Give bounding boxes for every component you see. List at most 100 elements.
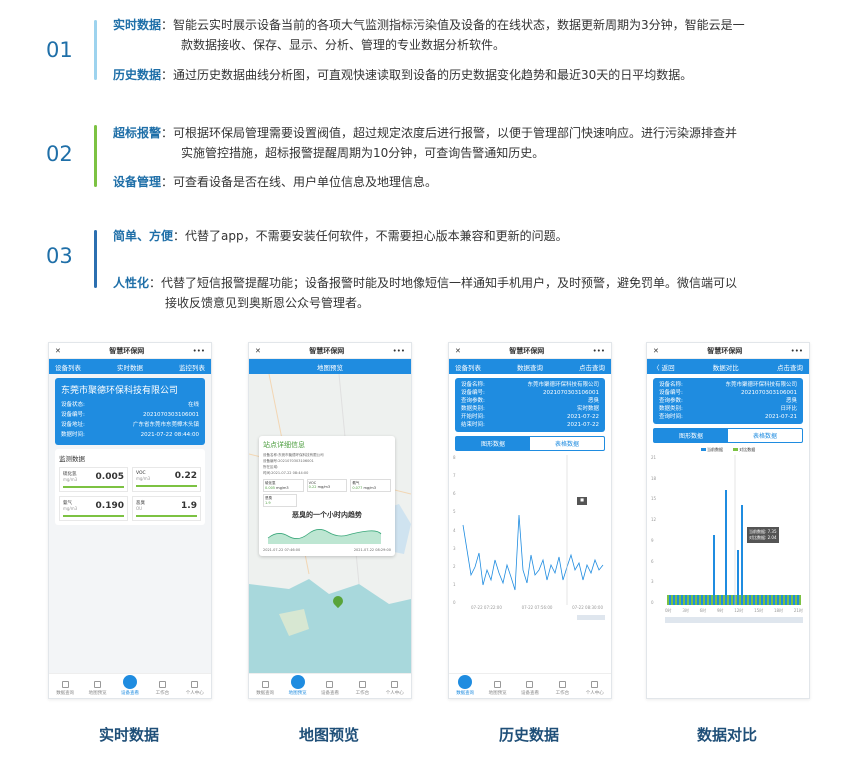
nav-map[interactable]: 地图预览 (83, 681, 113, 696)
query-card: 设备名称:东莞市聚德环保科技有限公司 设备编号:2021070303106001… (455, 378, 605, 432)
nav-profile[interactable]: 个人中心 (580, 681, 610, 696)
feature-bar (94, 230, 97, 288)
tab-map-preview[interactable]: 地图预览 (317, 363, 343, 372)
app-title: 智慧环保网 (707, 346, 743, 355)
view-toggle: 图形数据 表格数据 (455, 436, 605, 451)
bottom-nav: 数据查询 地图预览 设备查看 工作台 个人中心 (449, 673, 611, 698)
feature-bar (94, 20, 97, 80)
close-icon[interactable]: ✕ (255, 346, 261, 355)
compare-bars (667, 455, 801, 605)
nav-workbench[interactable]: 工作台 (147, 681, 177, 696)
more-icon[interactable]: ••• (790, 346, 803, 355)
trend-chart (267, 529, 382, 544)
feature-text: ：代替了app，不需要安装任何软件，不需要担心版本兼容和更新的问题。 (173, 229, 568, 243)
feature-key: 简单、方便 (113, 229, 174, 243)
trend-start: 2021-07-22 07:46:00 (263, 548, 301, 552)
app-title: 智慧环保网 (109, 346, 145, 355)
section-title: 监测数据 (59, 455, 85, 463)
feature-bar (94, 125, 97, 187)
chart-tooltip: 当前数据: 7.35 对比数据: 2.04 (747, 527, 779, 543)
nav-map[interactable]: 地图预览 (283, 675, 313, 696)
app-title: 智慧环保网 (509, 346, 545, 355)
nav-data-query[interactable]: 数据查询 (50, 681, 80, 696)
tab-monitor-list[interactable]: 监控列表 (179, 363, 205, 372)
more-icon[interactable]: ••• (192, 346, 205, 355)
device-row: 设备地址:广东省东莞市东莞樟木头镇 (61, 422, 199, 428)
nav-device[interactable]: 设备查看 (115, 675, 145, 696)
feature-number: 01 (46, 38, 73, 62)
feature-text: 款数据接收、保存、显示、分析、管理的专业数据分析软件。 (181, 38, 506, 52)
nav-data-query[interactable]: 数据查询 (450, 675, 480, 696)
trend-title: 恶臭的一个小时内趋势 (292, 511, 362, 519)
feature-text: ：可查看设备是否在线、用户单位信息及地理信息。 (161, 175, 438, 189)
phone-titlebar: ✕ 智慧环保网 ••• (49, 343, 211, 359)
feature-item: 超标报警：可根据环保局管理需要设置阀值，超过规定浓度后进行报警，以便于管理部门快… (113, 123, 823, 163)
feature-text: 接收反馈意见到奥斯恩公众号管理者。 (165, 296, 370, 310)
phone-compare: ✕ 智慧环保网 ••• 〈 返回 数据对比 点击查询 设备名称:东莞市聚德环保科… (646, 342, 810, 699)
feature-key: 实时数据 (113, 18, 162, 32)
tab-device-list[interactable]: 设备列表 (455, 363, 481, 372)
close-icon[interactable]: ✕ (653, 346, 659, 355)
nav-data-query[interactable]: 数据查询 (250, 681, 280, 696)
tab-click-query[interactable]: 点击查询 (579, 363, 605, 372)
tab-realtime[interactable]: 实时数据 (117, 363, 143, 372)
tab-device-list[interactable]: 设备列表 (55, 363, 81, 372)
more-icon[interactable]: ••• (592, 346, 605, 355)
nav-device[interactable]: 设备查看 (515, 681, 545, 696)
graph-tab[interactable]: 图形数据 (654, 429, 728, 442)
device-row: 设备状态:在线 (61, 402, 199, 408)
phone-realtime: ✕ 智慧环保网 ••• 设备列表 实时数据 监控列表 东莞市聚德环保科技有限公司… (48, 342, 212, 699)
feature-text: ：智能云实时展示设备当前的各项大气监测指标污染值及设备的在线状态，数据更新周期为… (161, 18, 745, 32)
query-card: 设备名称:东莞市聚德环保科技有限公司 设备编号:2021070303106001… (653, 378, 803, 424)
tab-data-query[interactable]: 数据查询 (517, 363, 543, 372)
phone-tabs: 地图预览 (249, 359, 411, 374)
back-button[interactable]: 〈 返回 (653, 363, 675, 372)
feature-key: 超标报警 (113, 126, 162, 140)
map-view[interactable]: 站点详细信息 设备名称:东莞市聚德环保科技有限公司 设备编号:202107030… (249, 374, 411, 678)
more-icon[interactable]: ••• (392, 346, 405, 355)
zoom-slider[interactable] (577, 615, 605, 620)
nav-profile[interactable]: 个人中心 (380, 681, 410, 696)
phone-tabs: 设备列表 实时数据 监控列表 (49, 359, 211, 374)
app-title: 智慧环保网 (309, 346, 345, 355)
caption-compare: 数据对比 (696, 726, 757, 744)
chart-tooltip: ■ (577, 497, 587, 505)
feature-key: 历史数据 (113, 68, 162, 82)
device-card[interactable]: 东莞市聚德环保科技有限公司 设备状态:在线 设备编号:2021070303106… (55, 378, 205, 445)
query-button[interactable]: 点击查询 (776, 363, 803, 372)
feature-item: 简单、方便：代替了app，不需要安装任何软件，不需要担心版本兼容和更新的问题。 (113, 226, 823, 246)
graph-tab[interactable]: 图形数据 (456, 437, 530, 450)
table-tab[interactable]: 表格数据 (554, 441, 579, 448)
feature-text: 实施管控措施，超标报警提醒周期为10分钟，可查询告警通知历史。 (181, 146, 545, 160)
caption-realtime: 实时数据 (98, 726, 159, 744)
nav-device[interactable]: 设备查看 (315, 681, 345, 696)
bottom-nav: 数据查询 地图预览 设备查看 工作台 个人中心 (249, 673, 411, 698)
nav-profile[interactable]: 个人中心 (180, 681, 210, 696)
close-icon[interactable]: ✕ (455, 346, 461, 355)
feature-key: 人性化 (113, 276, 150, 290)
feature-text: ：可根据环保局管理需要设置阀值，超过规定浓度后进行报警，以便于管理部门快速响应。… (161, 126, 738, 140)
feature-item: 人性化：代替了短信报警提醒功能；设备报警时能及时地像短信一样通知手机用户，及时预… (113, 273, 823, 313)
caption-map: 地图预览 (298, 726, 359, 744)
nav-workbench[interactable]: 工作台 (547, 681, 577, 696)
trend-end: 2021-07-22 08:29:00 (353, 548, 391, 552)
view-toggle: 图形数据 表格数据 (653, 428, 803, 443)
nav-workbench[interactable]: 工作台 (347, 681, 377, 696)
history-line (462, 455, 604, 605)
phone-tabs: 〈 返回 数据对比 点击查询 (647, 359, 809, 374)
zoom-slider[interactable] (665, 617, 803, 623)
close-icon[interactable]: ✕ (55, 346, 61, 355)
nav-map[interactable]: 地图预览 (483, 681, 513, 696)
table-tab[interactable]: 表格数据 (752, 433, 777, 440)
